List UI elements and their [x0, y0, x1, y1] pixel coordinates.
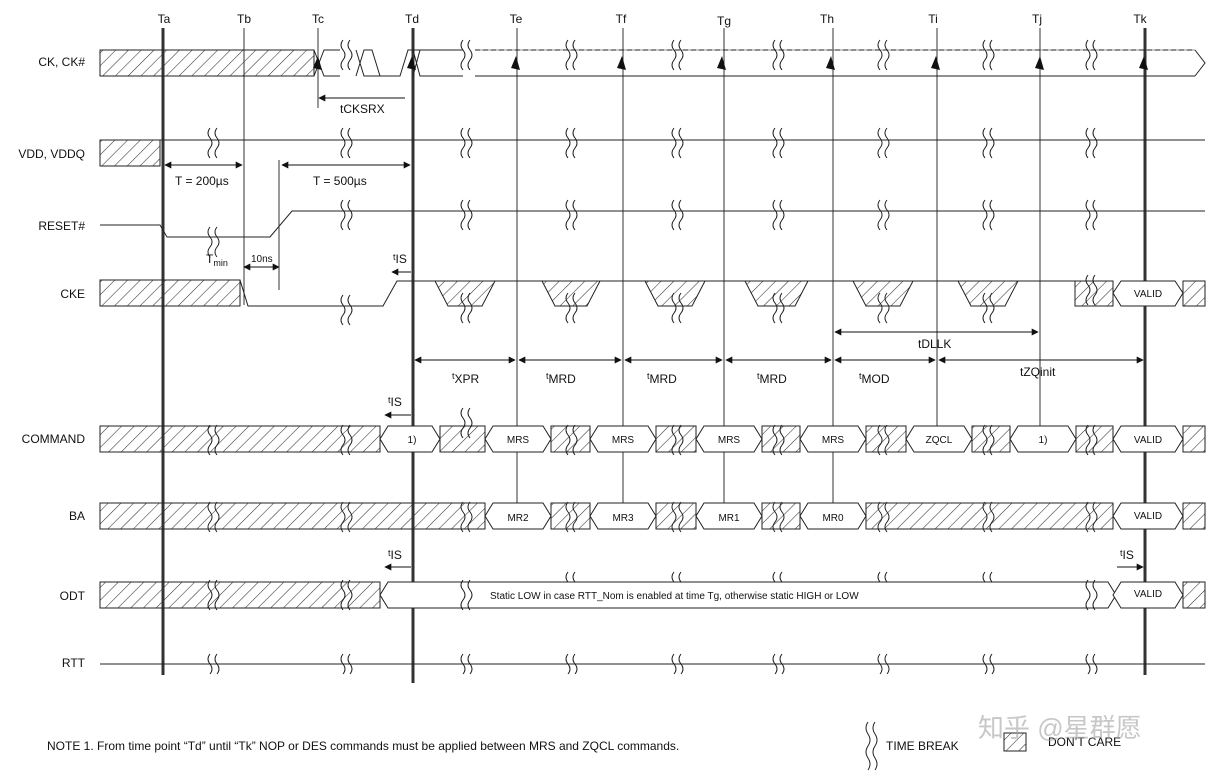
t200-label: T = 200µs — [175, 174, 229, 188]
time-break-icon — [865, 721, 878, 771]
tmrd-label-3: tMRD — [757, 371, 787, 386]
t500-label: T = 500µs — [313, 174, 367, 188]
col-tb: Tb — [237, 12, 251, 26]
command-box-labels: 1) MRS MRS MRS MRS ZQCL 1) VALID — [408, 435, 1163, 446]
signal-reset: RESET# — [38, 219, 85, 233]
ba-label-th: MR0 — [822, 513, 844, 524]
odt-dont-care-region — [99, 581, 381, 609]
tcksrx-marker: tCKSRX — [318, 94, 405, 116]
command-label-tf: MRS — [612, 435, 635, 446]
ck-waveform — [99, 49, 1206, 77]
command-tis-label: tIS — [388, 395, 402, 409]
ba-waveform — [99, 502, 1206, 530]
dont-care-label: DON’T CARE — [1048, 735, 1121, 749]
command-label-td: 1) — [408, 435, 417, 446]
cke-dont-care-3 — [644, 280, 706, 307]
reset-waveform — [100, 210, 1205, 238]
10ns-label: 10ns — [251, 254, 273, 265]
tmrd-label-2: tMRD — [647, 371, 677, 386]
ba-dont-care-region — [99, 502, 486, 530]
txpr-label: tXPR — [452, 371, 480, 386]
odt-tis-marker: tIS tIS — [384, 548, 1144, 571]
vdd-waveform — [99, 139, 1205, 167]
tmin-marker: Tmin 10ns — [206, 160, 280, 290]
command-label-th: MRS — [822, 435, 845, 446]
time-break-label: TIME BREAK — [886, 739, 959, 753]
cke-valid-label: VALID — [1134, 289, 1162, 300]
command-waveform — [99, 425, 1206, 453]
signal-ck: CK, CK# — [38, 55, 85, 69]
cke-dont-care-region — [99, 279, 241, 307]
signal-labels: CK, CK# VDD, VDDQ RESET# CKE COMMAND BA … — [18, 55, 85, 670]
footnote: NOTE 1. From time point “Td” until “Tk” … — [47, 739, 679, 753]
odt-waveform — [99, 581, 1206, 609]
column-labels: Ta Tb Tc Td Te Tf Tg Th Ti Tj Tk — [158, 12, 1148, 28]
col-ta: Ta — [158, 12, 171, 26]
signal-command: COMMAND — [22, 432, 86, 446]
time-point-lines — [161, 28, 1147, 683]
command-dont-care-region — [99, 425, 381, 453]
legend-time-break: TIME BREAK — [865, 721, 959, 771]
col-tg: Tg — [717, 14, 731, 28]
t500-marker: T = 500µs — [281, 161, 411, 188]
col-td: Td — [405, 12, 419, 26]
odt-tis-label-2: tIS — [1120, 548, 1134, 562]
col-tj: Tj — [1032, 12, 1042, 26]
command-label-tj: 1) — [1039, 435, 1048, 446]
odt-static-text: Static LOW in case RTT_Nom is enabled at… — [490, 591, 859, 602]
ba-box-labels: MR2 MR3 MR1 MR0 VALID — [507, 511, 1162, 524]
t200-marker: T = 200µs — [164, 161, 243, 188]
time-break-symbols — [207, 39, 1098, 675]
odt-valid-label: VALID — [1134, 589, 1162, 600]
tzqinit-label: tZQinit — [1020, 365, 1056, 379]
col-tc: Tc — [312, 12, 324, 26]
cke-dont-care-4 — [744, 280, 809, 307]
command-tis-marker: tIS — [384, 395, 411, 419]
dont-care-swatch — [1003, 732, 1027, 752]
tdllk-label: tDLLK — [918, 337, 951, 351]
signal-rtt: RTT — [62, 656, 86, 670]
cke-tis-marker: tIS — [391, 252, 411, 276]
command-label-ti: ZQCL — [926, 435, 953, 446]
tmod-label: tMOD — [859, 371, 890, 386]
signal-odt: ODT — [60, 589, 86, 603]
vdd-dont-care-region — [99, 139, 161, 167]
odt-tis-label-1: tIS — [388, 548, 402, 562]
col-tf: Tf — [616, 12, 627, 26]
ck-dont-care-region — [99, 49, 315, 77]
ba-label-tg: MR1 — [718, 513, 740, 524]
ba-label-tk: VALID — [1134, 511, 1162, 522]
command-label-tg: MRS — [718, 435, 741, 446]
cke-tis-label: tIS — [393, 252, 407, 266]
legend-dont-care: DON’T CARE — [1003, 732, 1121, 752]
command-label-tk: VALID — [1134, 435, 1162, 446]
ck-rising-edge-markers — [313, 56, 1148, 70]
cke-waveform — [99, 279, 1206, 307]
tdllk-marker: tDLLK — [834, 328, 1039, 351]
col-th: Th — [820, 12, 834, 26]
tmin-label: Tmin — [206, 252, 228, 268]
ba-label-tf: MR3 — [612, 513, 634, 524]
col-te: Te — [510, 12, 523, 26]
tmrd-label-1: tMRD — [546, 371, 576, 386]
col-ti: Ti — [928, 12, 938, 26]
cke-dont-care-5 — [852, 280, 914, 307]
watermark: 知乎 @星群愿 — [978, 713, 1142, 743]
cke-dont-care-2 — [541, 280, 601, 307]
command-label-te: MRS — [507, 435, 530, 446]
signal-cke: CKE — [60, 287, 85, 301]
cke-dont-care-1 — [434, 280, 496, 307]
signal-ba: BA — [69, 509, 85, 523]
tcksrx-label: tCKSRX — [340, 102, 385, 116]
cke-dont-care-6 — [957, 280, 1019, 307]
col-tk: Tk — [1133, 12, 1147, 26]
ba-label-te: MR2 — [507, 513, 529, 524]
signal-vdd: VDD, VDDQ — [18, 147, 85, 161]
